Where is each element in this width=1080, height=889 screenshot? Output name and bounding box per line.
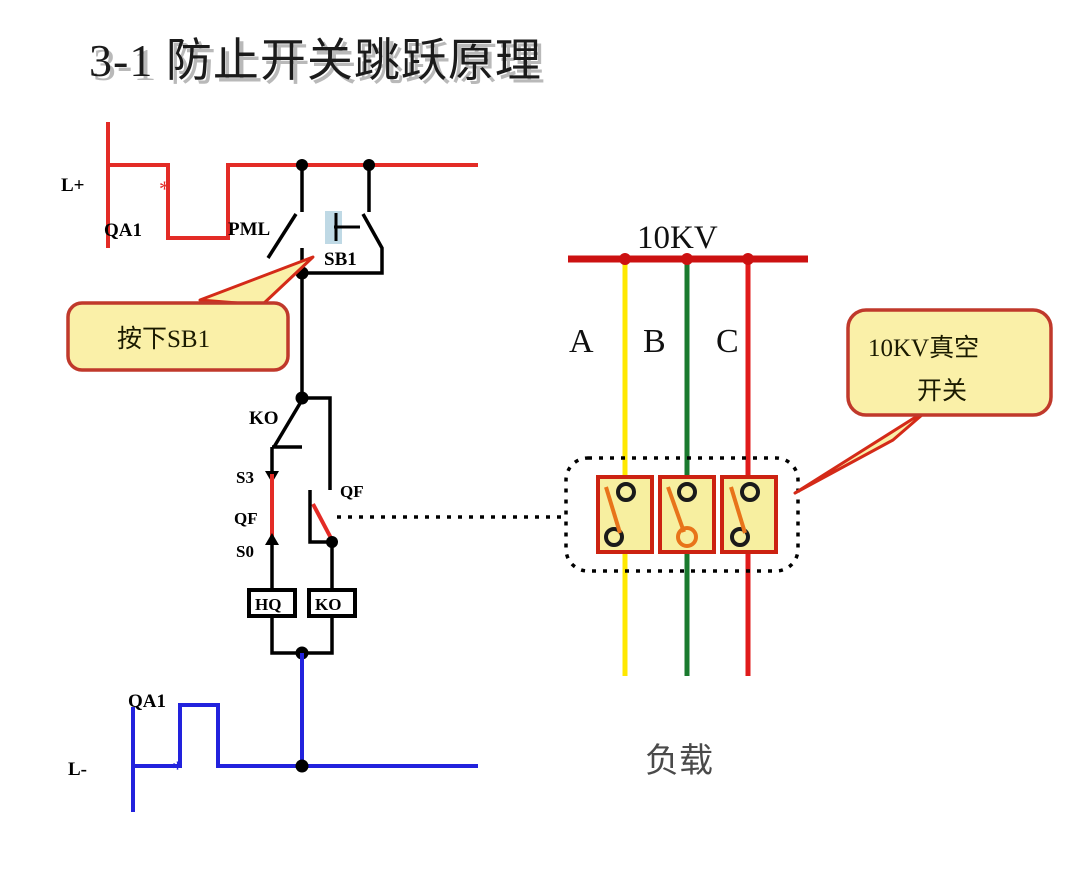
qa1-top-breaker-symbol [108,163,478,240]
vacuum-switch-pole-c [720,475,778,554]
phase-c-busbar-dot [742,253,754,265]
callout-vacuum-switch-line2: 开关 [917,377,967,405]
page-title: 3-1 防止开关跳跃原理 3-1 防止开关跳跃原理 [89,35,546,90]
ko-coil-label: KO [315,595,341,614]
callout-press-sb1-text: 按下SB1 [117,325,210,353]
ko-branch-group: KO S3 QF S0 QF [234,391,565,592]
phase-a-busbar-dot [619,253,631,265]
vacuum-switch-pole-a [596,475,654,554]
qa1-bottom-label: QA1 [128,691,166,712]
qa1-top-asterisk-icon: * [159,176,170,201]
phase-b-label: B [643,323,666,360]
ko-coil-box [307,588,357,618]
page-title-shadow: 3-1 防止开关跳跃原理 [93,39,546,90]
ko-contact-label: KO [249,408,279,429]
callout-press-sb1: 按下SB1 [66,255,315,372]
positive-rail-label: L+ [61,175,85,196]
hq-coil-label: HQ [255,595,281,614]
sb1-contact-return-path [302,213,384,275]
qf-contact-frame [308,490,332,544]
positive-rail-group: * L+ QA1 [61,122,478,248]
hq-coil-box [247,588,297,618]
callout-vacuum-switch-tail [793,406,932,495]
busbar-label: 10KV [637,220,718,256]
s0-arrow-icon [265,533,279,545]
load-label: 负载 [645,742,713,780]
qf-aux-label: QF [234,509,258,528]
callout-vacuum-switch-line1: 10KV真空 [868,334,979,362]
qa1-top-label: QA1 [104,220,142,241]
s0-label: S0 [236,542,254,561]
junction-dot-negative [295,759,309,773]
callout-press-sb1-tail [198,255,315,307]
phase-c-label: C [716,323,739,360]
vacuum-switch-enclosure [564,456,800,573]
page-title-text: 3-1 防止开关跳跃原理 [89,35,542,86]
callout-vacuum-switch: 10KV真空 开关 [793,308,1053,495]
phase-b-busbar-dot [681,253,693,265]
callout-press-sb1-bubble [66,301,290,372]
vacuum-switch-pole-b [658,475,716,554]
qf-contact-label: QF [340,482,364,501]
qa1-bottom-asterisk-icon: * [172,756,183,781]
callout-vacuum-switch-bubble [846,308,1053,417]
qf-contact-arm [311,503,334,541]
s3-label: S3 [236,468,254,487]
pml-sb1-group: PML SB1 [228,159,384,398]
phase-a-label: A [569,323,594,360]
pml-label: PML [228,219,270,240]
power-circuit-group: 10KV A B C [564,220,808,780]
pml-contact-arm [266,213,298,259]
negative-rail-label: L- [68,759,87,780]
coil-group: HQ KO [247,588,357,766]
qf-branch-top-wire [302,396,332,490]
negative-rail-group: * QA1 L- [68,691,478,812]
ko-contact-arm [272,399,304,448]
sb1-label: SB1 [324,249,357,270]
qa1-bottom-breaker-symbol [133,703,478,768]
sb1-highlight-box [325,211,342,244]
